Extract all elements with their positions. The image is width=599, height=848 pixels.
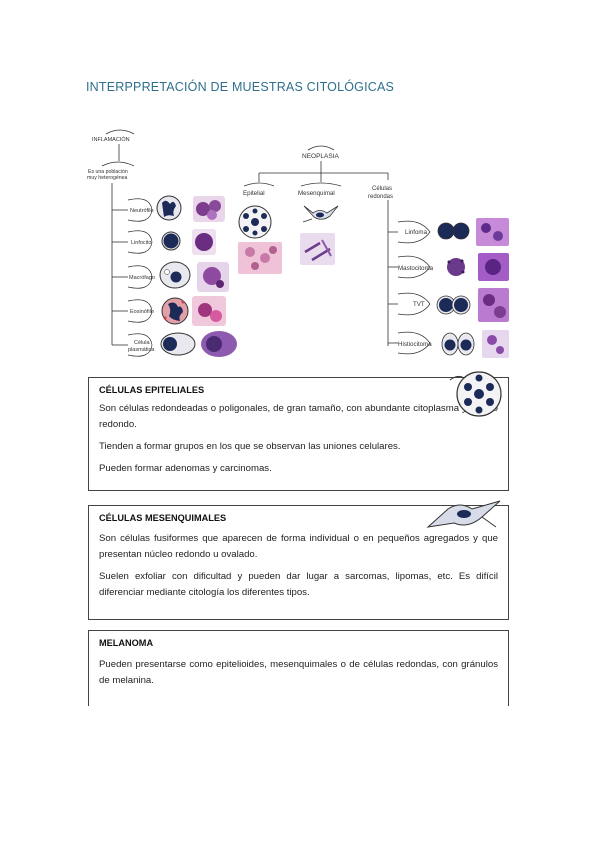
melanoma-box: MELANOMA Pueden presentarse como epiteli…	[88, 630, 509, 706]
mastocitoma-drawing	[447, 258, 465, 276]
linfoma-micrograph	[476, 218, 509, 246]
mesenquimales-text-1: Son células fusiformes que aparecen de f…	[99, 533, 498, 560]
poblacion-label-2: muy heterogénea	[87, 175, 127, 181]
plasma-cell-drawing	[160, 332, 196, 356]
branch-epitelial: Epitelial	[243, 190, 265, 197]
lymphocyte-drawing	[161, 231, 181, 251]
cell-label-macrofago: Macrófago	[129, 275, 155, 281]
epiteliales-text-1: Son células redondeadas o poligonales, d…	[99, 403, 498, 430]
eosinophil-drawing	[161, 297, 189, 325]
spindle-cell-drawing	[302, 205, 339, 223]
cell-label-neutrofilo: Neutrófilo	[130, 208, 154, 214]
cytology-concept-map: INFLAMACIÓN Es una población muy heterog…	[87, 129, 509, 358]
epiteliales-text-2: Tienden a formar grupos en los que se ob…	[99, 441, 401, 452]
branch-celulas: Células	[372, 186, 392, 192]
mesenchymal-micrograph	[300, 233, 335, 265]
neoplasia-label: NEOPLASIA	[302, 153, 340, 160]
page-title: INTERPPRETACIÓN DE MUESTRAS CITOLÓGICAS	[86, 80, 395, 94]
inflammation-branch: INFLAMACIÓN Es una población muy heterog…	[87, 129, 237, 357]
macrophage-drawing	[159, 261, 191, 289]
branch-mesenquimal: Mesenquimal	[298, 190, 335, 197]
epithelial-cluster-drawing	[238, 205, 272, 239]
epiteliales-heading: CÉLULAS EPITELIALES	[99, 385, 205, 395]
round-cell-tvt: TVT	[413, 301, 425, 308]
linfoma-drawing	[437, 222, 455, 240]
branch-redondas: redondas	[368, 194, 393, 200]
epithelial-cluster-icon	[449, 371, 502, 417]
cell-label-linfocito: Linfocito	[131, 240, 152, 246]
melanoma-heading: MELANOMA	[99, 638, 154, 648]
mesenquimales-text-2: Suelen exfoliar con dificultad y pueden …	[99, 571, 498, 598]
epiteliales-text-3: Pueden formar adenomas y carcinomas.	[99, 463, 272, 474]
neoplasia-branch: NEOPLASIA Epitelial Mesenquimal Células …	[238, 145, 509, 358]
inflamacion-label: INFLAMACIÓN	[92, 136, 130, 143]
histiocitoma-micrograph	[482, 330, 509, 358]
round-cell-mastocitoma: Mastocitoma	[398, 265, 434, 272]
tvt-micrograph	[478, 288, 509, 322]
mesenquimales-heading: CÉLULAS MESENQUIMALES	[99, 513, 227, 523]
cell-label-celula: Célula	[134, 340, 151, 346]
epiteliales-box: CÉLULAS EPITELIALES Son células redondea…	[88, 377, 509, 491]
neutrophil-drawing	[156, 195, 182, 221]
poblacion-label-1: Es una población	[88, 169, 128, 175]
round-cell-linfoma: Linfoma	[405, 229, 428, 236]
cell-label-plasmatica: plasmática	[128, 347, 155, 353]
cell-label-eosinofilo: Eosinófilo	[130, 309, 154, 315]
round-cell-histiocitoma: Histiocitoma	[398, 341, 432, 348]
spindle-cell-icon	[426, 500, 501, 528]
melanoma-text-1: Pueden presentarse como epitelioides, me…	[99, 659, 498, 686]
